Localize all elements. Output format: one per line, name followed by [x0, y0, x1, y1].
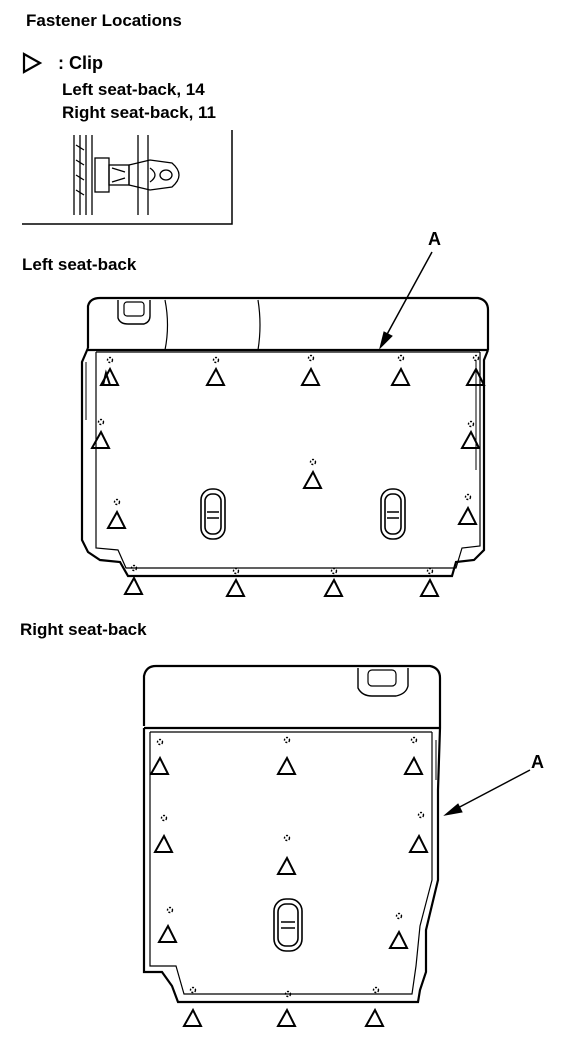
clip-marker [276, 990, 297, 1027]
right-seat-back-clips [149, 736, 429, 1027]
clip-marker [419, 567, 440, 597]
legend-count-right: Right seat-back, 11 [62, 103, 217, 122]
clip-symbol-icon [22, 52, 43, 74]
callout-arrow-left [379, 251, 433, 350]
clip-detail-illustration [73, 135, 180, 215]
inset-frame [22, 130, 233, 225]
clip-marker [90, 418, 111, 449]
callout-arrow-right [443, 769, 531, 816]
legend-count-left: Left seat-back, 14 [62, 80, 205, 99]
clip-marker [153, 814, 174, 853]
left-seat-back-handles [200, 488, 406, 540]
right-seat-back-label: Right seat-back [20, 620, 147, 639]
clip-marker [182, 986, 203, 1027]
clip-marker [465, 354, 486, 386]
clip-marker [205, 356, 226, 386]
callout-label-a-left: A [428, 229, 441, 249]
clip-marker [323, 567, 344, 597]
legend-clip-label: : Clip [58, 53, 103, 73]
callout-label-a-right: A [531, 752, 544, 772]
clip-marker [403, 736, 424, 775]
clip-marker [157, 906, 178, 943]
clip-marker [408, 811, 429, 853]
right-seat-back-handle [273, 898, 303, 952]
clip-marker [300, 354, 321, 386]
left-seat-back-label: Left seat-back [22, 255, 137, 274]
clip-marker [276, 834, 297, 875]
clip-marker [457, 493, 478, 525]
clip-marker [388, 912, 409, 949]
clip-marker [276, 736, 297, 775]
clip-marker [460, 420, 481, 449]
clip-marker [123, 564, 144, 595]
clip-marker [302, 458, 323, 489]
left-seat-back-clips [90, 354, 486, 597]
right-seat-back-panel [142, 664, 442, 1004]
diagram-title: Fastener Locations [26, 11, 182, 30]
left-seat-back-panel [80, 296, 490, 578]
clip-marker [390, 354, 411, 386]
clip-marker [106, 498, 127, 529]
clip-marker [364, 986, 385, 1027]
clip-marker [99, 356, 120, 386]
clip-marker [149, 738, 170, 775]
clip-marker [225, 567, 246, 597]
